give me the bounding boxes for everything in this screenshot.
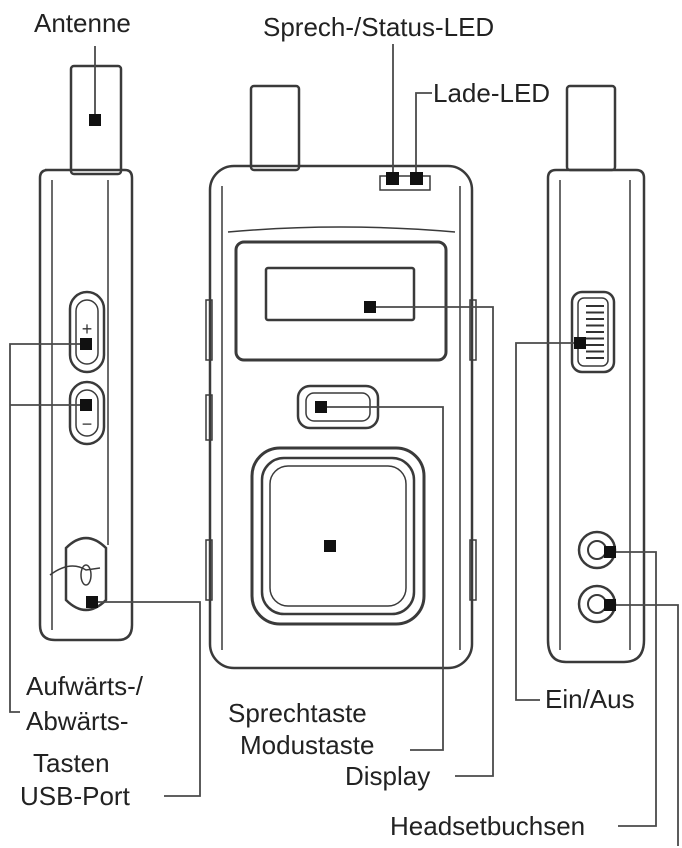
label-usb-port: USB-Port [20, 781, 130, 811]
marker-headset-1 [604, 546, 616, 558]
right-body [546, 168, 646, 664]
talk-button [260, 456, 416, 616]
left-antenna [69, 64, 123, 176]
marker-mode-button [315, 401, 327, 413]
label-mode-button: Modustaste [240, 730, 375, 760]
display-frame [234, 240, 448, 362]
label-talk-status-led: Sprech-/Status-LED [263, 12, 495, 42]
leader-charge-led [415, 92, 432, 178]
down-glyph: − [82, 414, 93, 434]
marker-charge-led [410, 172, 423, 185]
power-slider-grip [586, 305, 604, 359]
label-up-down-3: Tasten [33, 748, 110, 778]
power-slider [570, 290, 616, 374]
usb-cover [64, 536, 108, 612]
leader-display [370, 306, 494, 777]
right-antenna [565, 84, 617, 172]
callout-markers [80, 114, 616, 611]
leader-mode-button [321, 406, 444, 751]
leader-headset-jacks [610, 551, 657, 827]
label-antenna: Antenne [34, 8, 131, 38]
label-headset-jacks: Headsetbuchsen [390, 811, 586, 841]
label-talk-button: Sprechtaste [228, 698, 367, 728]
label-up-down-1: Aufwärts-/ [26, 671, 144, 701]
marker-talk-button [324, 540, 336, 552]
label-charge-led: Lade-LED [433, 78, 551, 108]
leader-up-down [9, 343, 86, 713]
leader-power [515, 342, 580, 701]
up-glyph: + [82, 319, 93, 339]
label-display: Display [345, 761, 431, 791]
down-button [68, 380, 106, 446]
left-side-view: + − [38, 64, 134, 642]
marker-down-button [80, 399, 92, 411]
display-screen [264, 266, 416, 322]
leader-lines [9, 44, 679, 846]
left-body [38, 168, 134, 642]
label-up-down-2: Abwärts- [26, 706, 129, 736]
right-side-view [546, 84, 646, 664]
marker-talk-led [386, 172, 399, 185]
front-antenna [249, 84, 301, 172]
marker-usb-port [86, 596, 98, 608]
marker-up-button [80, 338, 92, 350]
up-button [68, 290, 106, 374]
marker-headset-2 [604, 599, 616, 611]
marker-display [364, 301, 376, 313]
talk-button-outer [250, 446, 426, 626]
marker-antenna [89, 114, 101, 126]
front-body [208, 164, 474, 670]
front-view [205, 84, 477, 670]
marker-power [574, 337, 586, 349]
leader-usb-port [92, 601, 201, 797]
label-power: Ein/Aus [545, 684, 635, 714]
